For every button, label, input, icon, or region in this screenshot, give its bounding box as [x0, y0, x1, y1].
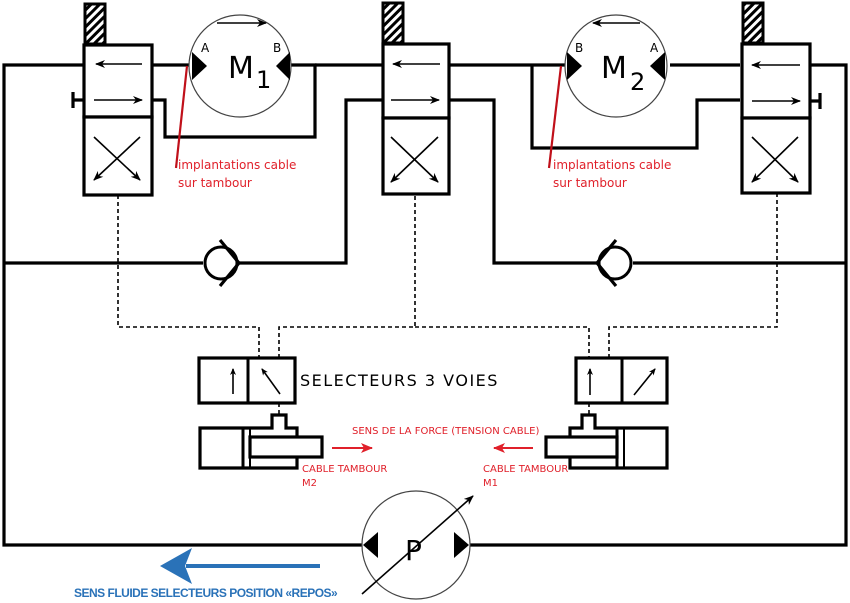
directional-valve-1[interactable] [71, 2, 154, 197]
cylinder-right [544, 413, 669, 470]
directional-valve-2[interactable] [381, 1, 451, 196]
check-valve-right [594, 238, 633, 288]
port-b-triangle [276, 52, 290, 80]
svg-text:implantations cable: implantations cable [553, 158, 671, 172]
pump-label: P [405, 534, 422, 567]
fluid-direction-arrow [160, 548, 320, 584]
motor-m2-subscript: 2 [630, 68, 645, 96]
directional-valve-3[interactable] [740, 1, 822, 195]
pump-right-triangle [454, 532, 469, 558]
manual-lever-icon[interactable] [810, 93, 822, 109]
cable-implant-annotation-1: implantations cable sur tambour [174, 65, 296, 190]
pump-left-triangle [363, 532, 378, 558]
pump-p[interactable]: P [361, 490, 474, 600]
svg-text:sur tambour: sur tambour [178, 176, 252, 190]
svg-text:implantations cable: implantations cable [178, 158, 296, 172]
main-pipes [2, 63, 848, 547]
cable-left-label-2: M2 [302, 478, 317, 489]
motor-m2-port-right: A [650, 41, 659, 55]
cable-implant-annotation-2: implantations cable sur tambour [547, 65, 671, 190]
motor-m2[interactable]: B A M 2 [564, 14, 668, 118]
cable-right-label-1: CABLE TAMBOUR [483, 464, 568, 475]
check-valve-left [203, 238, 242, 288]
fluid-direction-label: SENS FLUIDE SELECTEURS POSITION «REPOS» [74, 586, 338, 600]
selectors-title: SELECTEURS 3 VOIES [300, 371, 499, 390]
spring-icon [741, 1, 765, 45]
cable-right-label-2: M1 [483, 478, 498, 489]
pilot-lines [117, 193, 778, 415]
spring-icon [381, 1, 405, 45]
port-a-triangle [192, 52, 207, 80]
selector-left[interactable] [197, 356, 297, 405]
motor-m1-port-right: B [273, 41, 281, 55]
motor-m2-port-left: B [575, 41, 583, 55]
spring-icon [83, 2, 107, 46]
cable-left-label-1: CABLE TAMBOUR [302, 464, 387, 475]
cylinder-left [198, 413, 324, 470]
selector-right[interactable] [574, 356, 669, 405]
manual-lever-icon[interactable] [71, 92, 84, 108]
variable-arrow-icon [361, 495, 474, 595]
port-b-triangle [567, 52, 582, 80]
force-direction-label: SENS DE LA FORCE (TENSION CABLE) [352, 426, 539, 437]
motor-m1-label: M [228, 51, 254, 86]
motor-m2-label: M [601, 51, 627, 86]
motor-m1-port-left: A [201, 41, 210, 55]
port-a-triangle [650, 52, 665, 80]
motor-m1[interactable]: A B M 1 [188, 14, 292, 118]
motor-m1-subscript: 1 [256, 66, 271, 94]
svg-text:sur tambour: sur tambour [553, 176, 627, 190]
